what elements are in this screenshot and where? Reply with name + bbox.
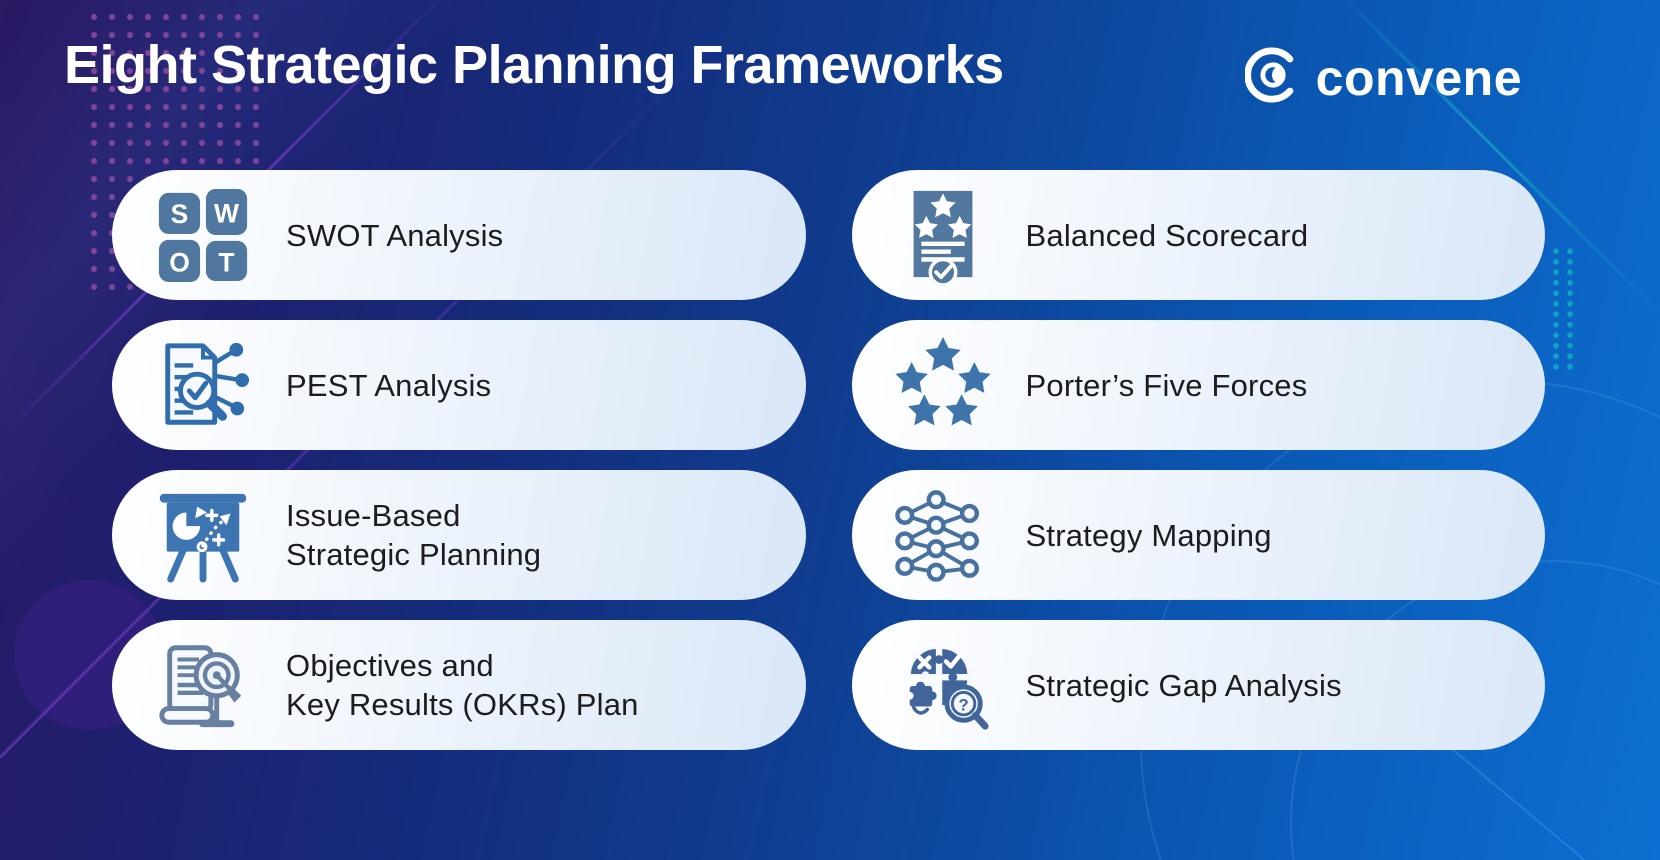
frameworks-grid: S W O T SWOT Analysis: [112, 170, 1545, 750]
teal-dot-grid: [1549, 246, 1581, 372]
svg-text:O: O: [169, 247, 190, 277]
framework-label: Strategic Gap Analysis: [1025, 667, 1342, 703]
framework-label: Strategy Mapping: [1025, 517, 1272, 553]
framework-card-swot-analysis: S W O T SWOT Analysis: [112, 170, 806, 300]
scorecard-stars-icon: [894, 186, 992, 284]
svg-text:?: ?: [958, 695, 968, 714]
page-title: Eight Strategic Planning Frameworks: [64, 35, 1004, 95]
network-mapping-icon: [894, 486, 992, 584]
framework-card-pest-analysis: PEST Analysis: [112, 320, 806, 450]
framework-card-balanced-scorecard: Balanced Scorecard: [851, 170, 1545, 300]
convene-logo: convene: [1243, 46, 1522, 109]
puzzle-head-magnifier-icon: ?: [894, 636, 992, 734]
swot-grid-icon: S W O T: [154, 186, 252, 284]
framework-label: SWOT Analysis: [286, 217, 504, 253]
document-checklist-magnifier-icon: [154, 336, 252, 434]
convene-eye-mark-icon: [1243, 46, 1303, 109]
five-stars-circle-icon: [894, 336, 992, 434]
svg-text:S: S: [171, 199, 189, 229]
presentation-easel-chart-icon: [154, 486, 252, 584]
framework-card-porters-five-forces: Porter’s Five Forces: [851, 320, 1545, 450]
framework-card-strategic-gap-analysis: ? Strategic Gap Analysis: [851, 620, 1545, 750]
framework-label: Balanced Scorecard: [1025, 217, 1309, 253]
convene-logo-text: convene: [1315, 49, 1522, 106]
framework-label: Porter’s Five Forces: [1025, 367, 1308, 403]
framework-card-strategy-mapping: Strategy Mapping: [851, 470, 1545, 600]
svg-text:T: T: [218, 247, 234, 277]
svg-text:W: W: [214, 198, 239, 228]
scroll-target-arrow-icon: [154, 636, 252, 734]
framework-label: PEST Analysis: [286, 367, 492, 403]
